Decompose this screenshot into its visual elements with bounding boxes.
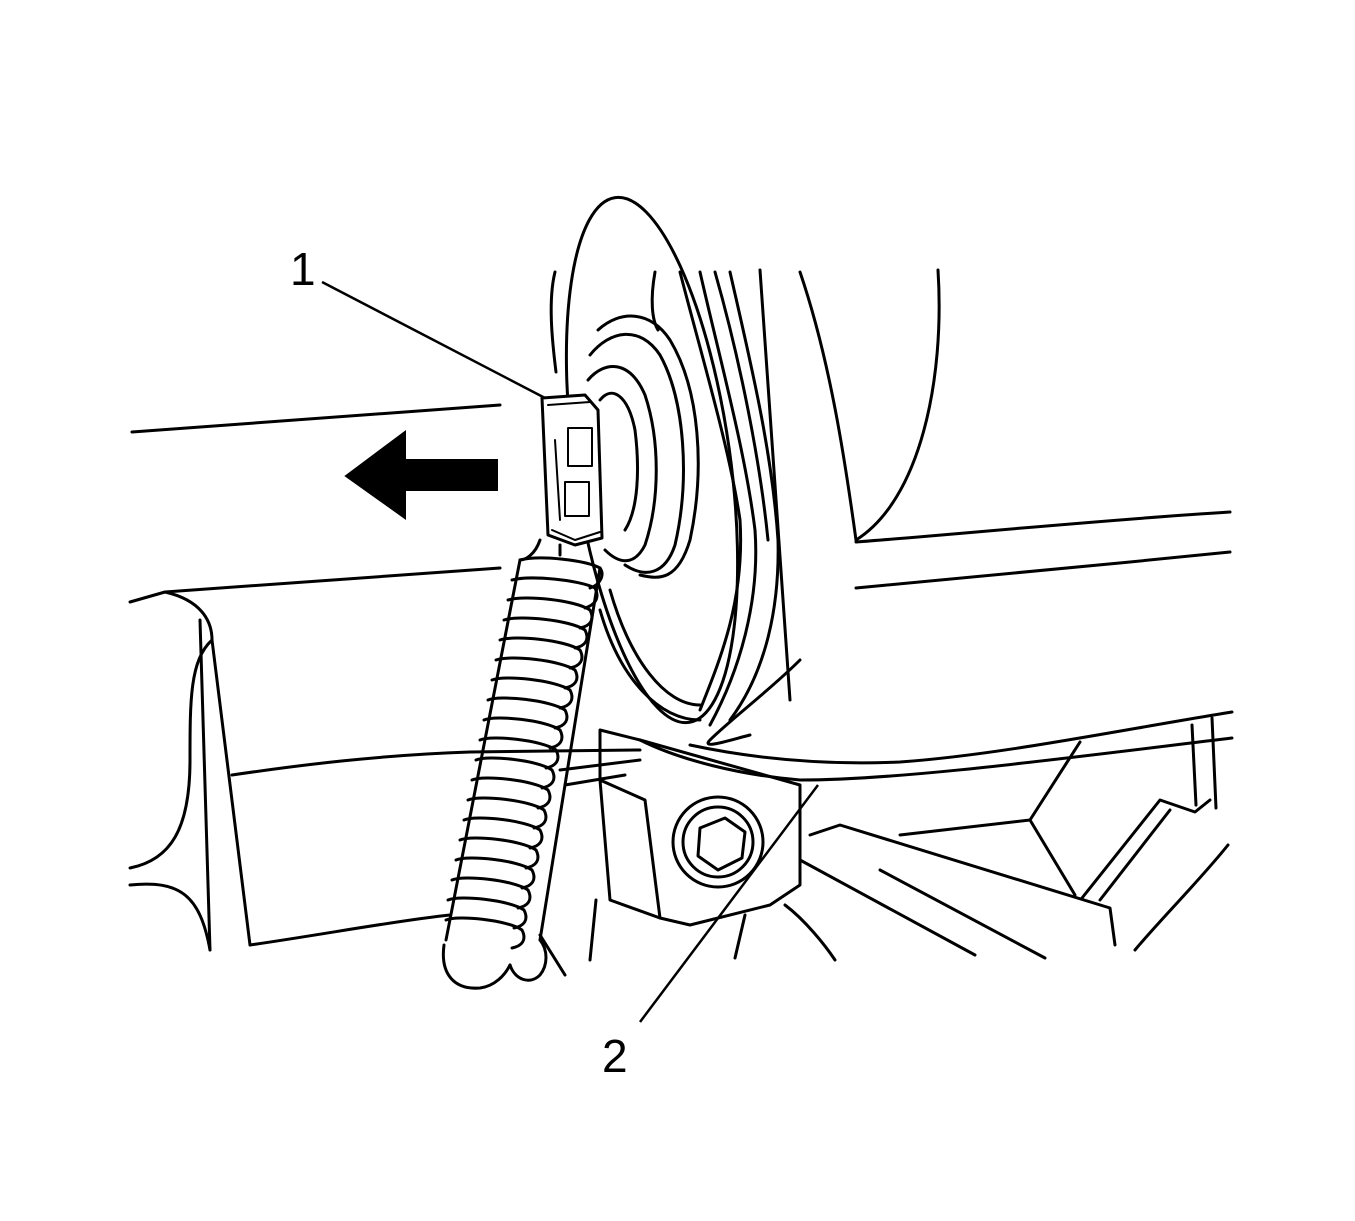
wiring-harness — [441, 538, 604, 990]
direction-arrow-left — [344, 430, 498, 520]
crossmember — [128, 590, 642, 952]
callout-1-label: 1 — [290, 243, 316, 295]
callout-1-leader — [321, 280, 546, 400]
pulley — [564, 195, 740, 725]
lower-structure — [898, 716, 1230, 952]
callout-2-label: 2 — [602, 1030, 628, 1082]
motor-housing — [549, 268, 1234, 782]
electrical-connector — [540, 393, 604, 547]
bracket-bolt — [558, 728, 1117, 962]
callout-2-leader — [639, 784, 819, 1023]
upper-panel — [128, 403, 502, 604]
